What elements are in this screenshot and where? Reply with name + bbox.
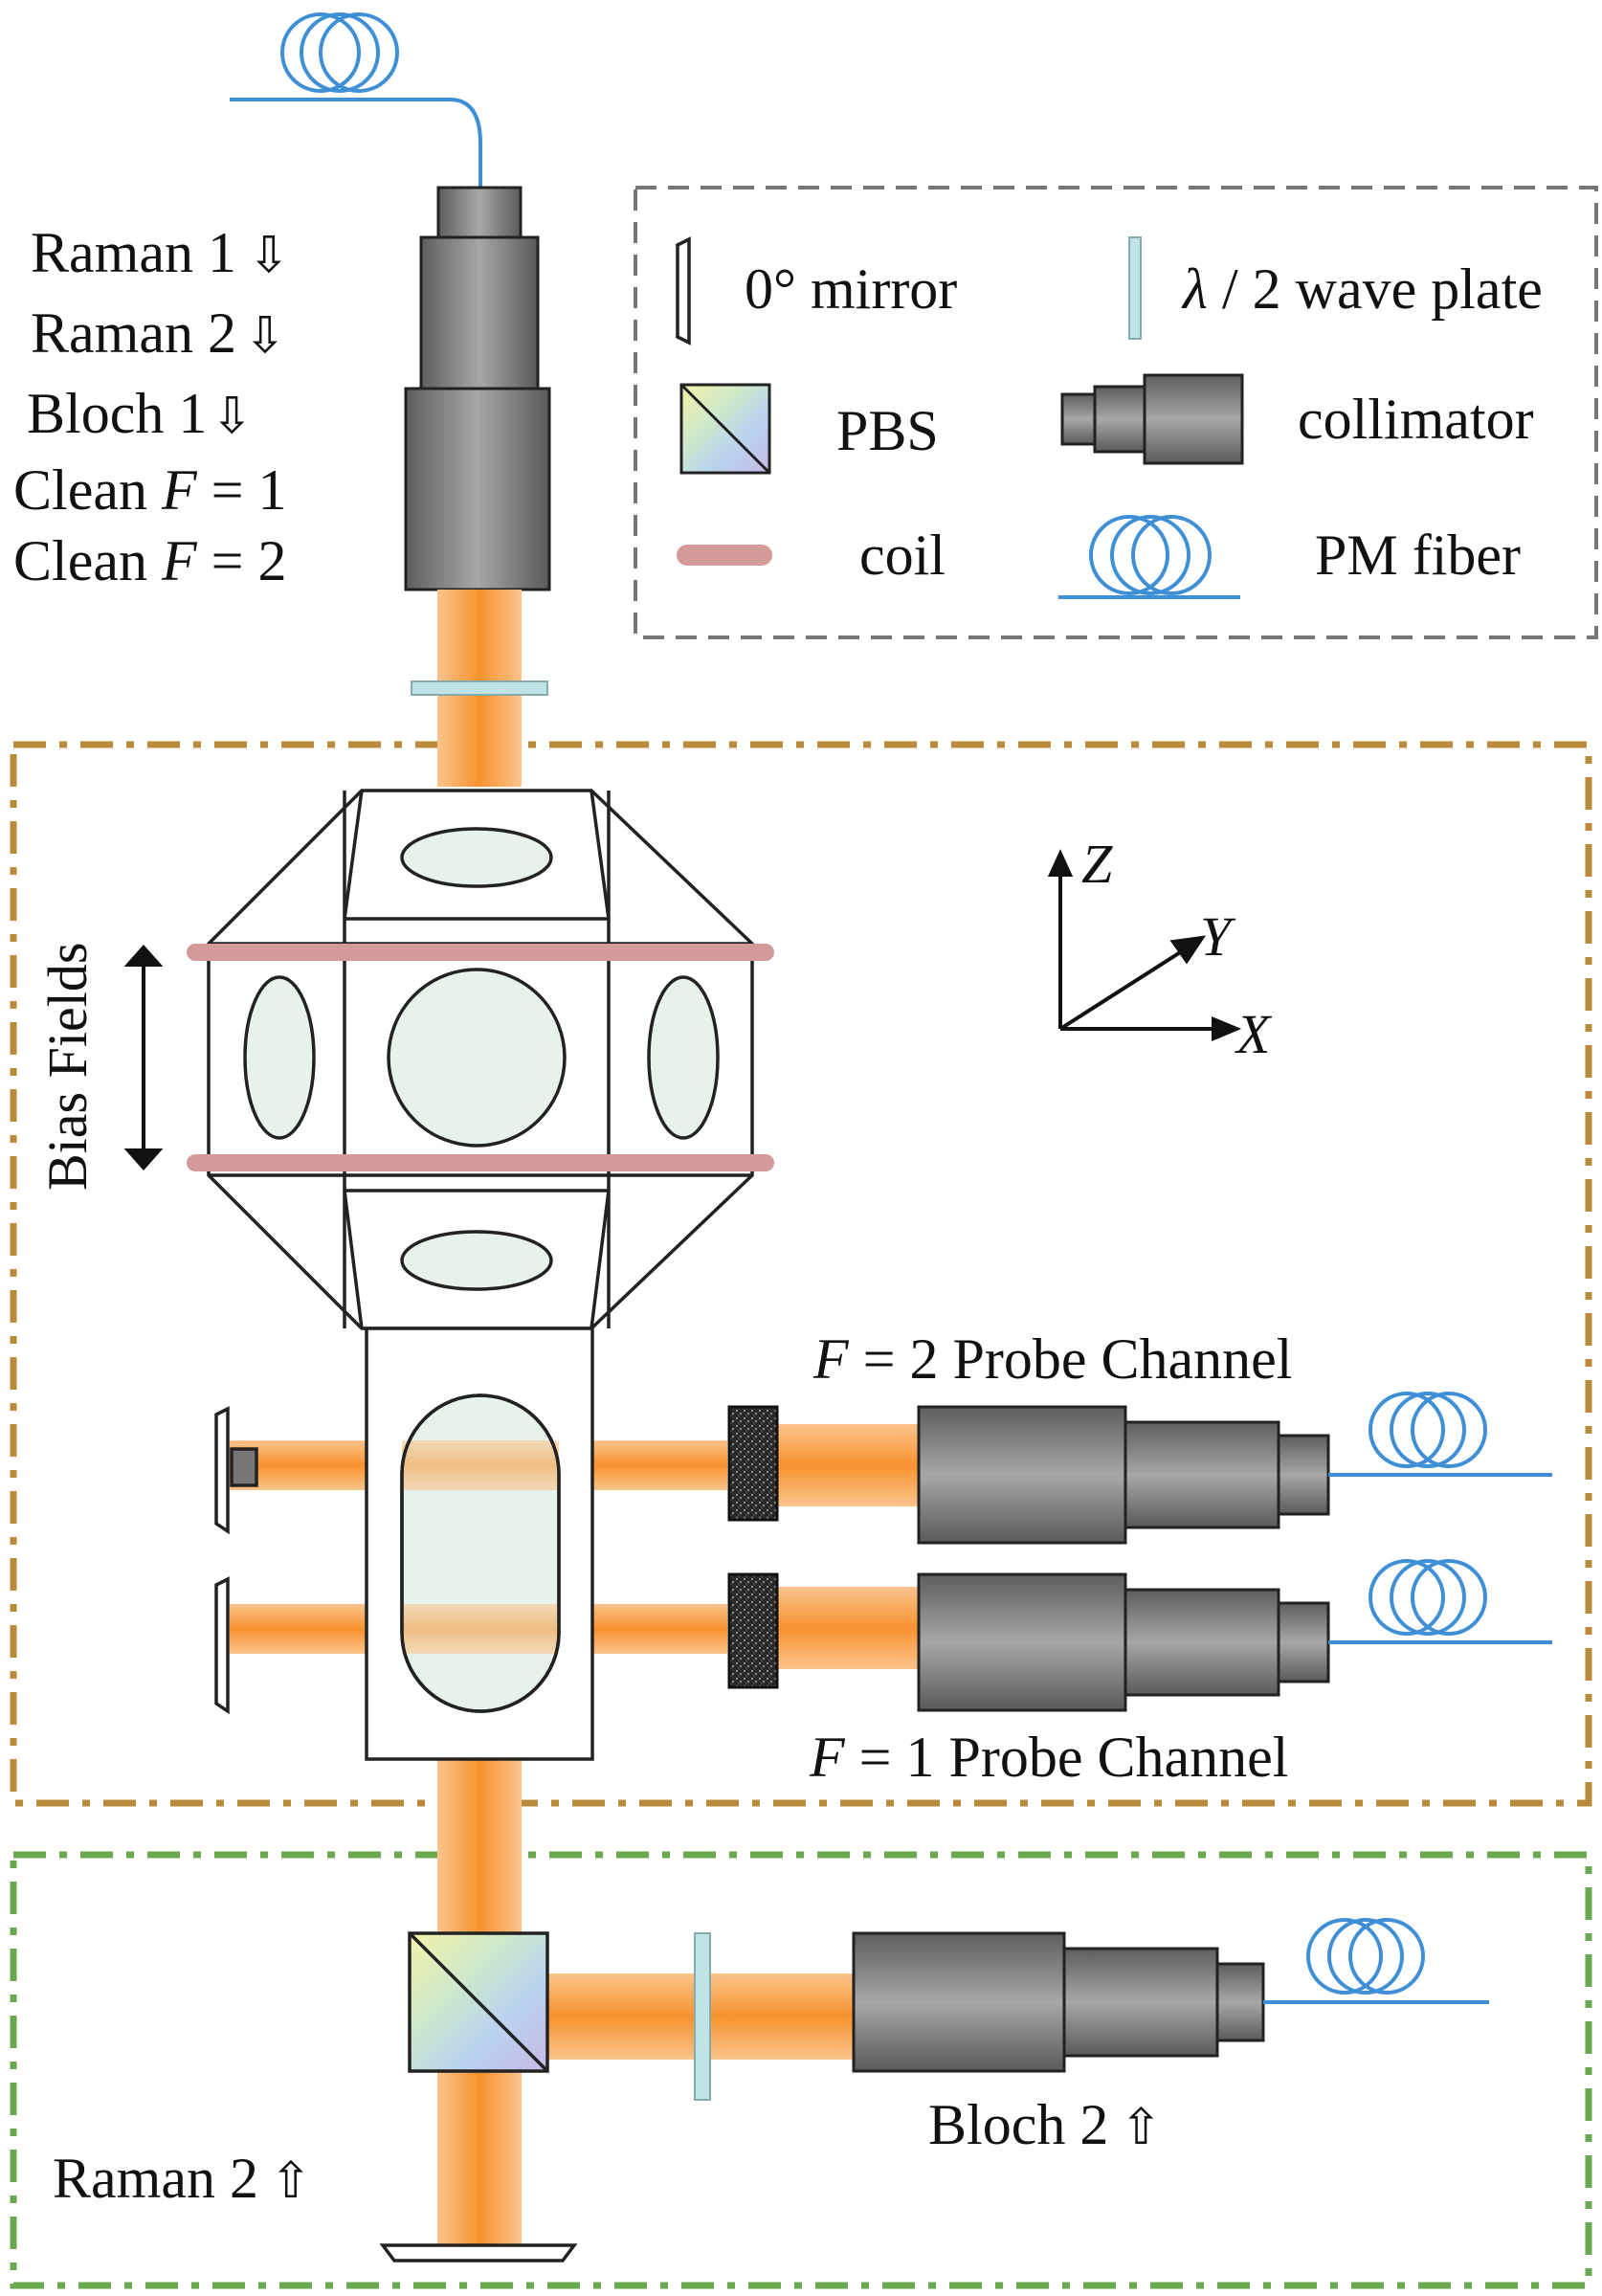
probe-filter-f2 (727, 1405, 779, 1522)
clean-f2-var: F (161, 529, 198, 592)
clean-f2-suffix: = 2 (197, 529, 287, 592)
probe-collimator-f1 (917, 1572, 1330, 1712)
down-arrow-icon: ⇩ (211, 388, 253, 445)
probe-fiber-f1 (1328, 1559, 1552, 1644)
legend-mirror-label: 0° mirror (745, 257, 957, 321)
top-pm-fiber (230, 12, 482, 191)
legend-coil-label: coil (859, 524, 946, 587)
probe-f1-label: F = 1 Probe Channel (809, 1726, 1288, 1789)
chamber-glass-outline (400, 1393, 561, 1713)
clean-f1-label: Clean F = 1 (13, 458, 286, 522)
raman2-text: Raman 2 (31, 301, 236, 365)
legend-waveplate-text: / 2 wave plate (1208, 257, 1543, 321)
legend-collimator-icon (1060, 373, 1244, 465)
raman2-up-text: Raman 2 (53, 2147, 258, 2210)
axis-x-label: X (1235, 1003, 1273, 1065)
raman2-label: Raman 2⇩ (31, 301, 286, 365)
bias-fields-label: Bias Fields (36, 943, 99, 1191)
bloch2-collimator (852, 1931, 1265, 2073)
raman2-up-label: Raman 2⇧ (53, 2147, 312, 2210)
down-arrow-icon: ⇩ (248, 227, 290, 284)
clean-f2-label: Clean F = 2 (13, 529, 286, 592)
beam-probe-f2-glass (402, 1440, 559, 1490)
lower-region-box (10, 1851, 1592, 2289)
probe-mirror-f1 (214, 1576, 230, 1715)
legend-collimator-label: collimator (1298, 388, 1534, 451)
bloch1-text: Bloch 1 (27, 382, 207, 445)
clean-f1-prefix: Clean (13, 458, 162, 522)
legend-mirror-icon (676, 236, 691, 346)
probe-filter-f1 (727, 1572, 779, 1689)
probe-f2-text: = 2 Probe Channel (849, 1327, 1293, 1391)
chamber-region-box (10, 741, 1592, 1807)
clean-f1-var: F (161, 458, 198, 522)
probe-f1-var: F (809, 1726, 846, 1789)
probe-fiber-f2 (1328, 1392, 1552, 1477)
down-arrow-icon: ⇩ (244, 307, 286, 365)
legend-waveplate-lambda: λ (1181, 257, 1208, 321)
bloch2-label: Bloch 2⇧ (928, 2093, 1162, 2156)
raman1-text: Raman 1 (31, 221, 236, 284)
bloch1-label: Bloch 1⇩ (27, 382, 253, 445)
legend-pbs-icon (679, 383, 771, 475)
top-collimator (404, 186, 551, 591)
probe-mirror-f2 (214, 1406, 258, 1535)
up-arrow-icon: ⇧ (1120, 2099, 1162, 2156)
up-arrow-icon: ⇧ (270, 2152, 312, 2210)
legend-pbs-label: PBS (836, 399, 939, 462)
probe-f2-label: F = 2 Probe Channel (812, 1327, 1292, 1391)
bloch2-fiber (1263, 1918, 1489, 2004)
probe-f1-text: = 1 Probe Channel (845, 1726, 1289, 1789)
legend-pm-fiber-icon (1058, 515, 1240, 599)
bloch2-wave-plate (694, 1932, 711, 2101)
clean-f1-suffix: = 1 (197, 458, 287, 522)
axis-y-label: Y (1200, 905, 1236, 968)
legend-waveplate-label: λ / 2 wave plate (1181, 257, 1543, 321)
beam-probe-f1-glass (402, 1604, 559, 1654)
bottom-mirror (379, 2243, 578, 2263)
clean-f2-prefix: Clean (13, 529, 162, 592)
coordinate-axes (1047, 849, 1242, 1041)
raman1-label: Raman 1⇩ (31, 221, 290, 284)
top-wave-plate (411, 680, 548, 696)
bias-fields-arrow (123, 944, 164, 1171)
beam-probe-f1-wide (777, 1587, 919, 1669)
beam-probe-f2-wide (777, 1424, 919, 1506)
probe-collimator-f2 (917, 1405, 1330, 1545)
pbs-cube (408, 1931, 549, 2073)
legend-waveplate-icon (1128, 236, 1142, 340)
axis-z-label: Z (1081, 833, 1113, 895)
legend-box (634, 186, 1598, 639)
probe-f2-var: F (812, 1327, 850, 1391)
legend-pm-fiber-label: PM fiber (1315, 524, 1521, 587)
bloch2-text: Bloch 2 (928, 2093, 1108, 2156)
